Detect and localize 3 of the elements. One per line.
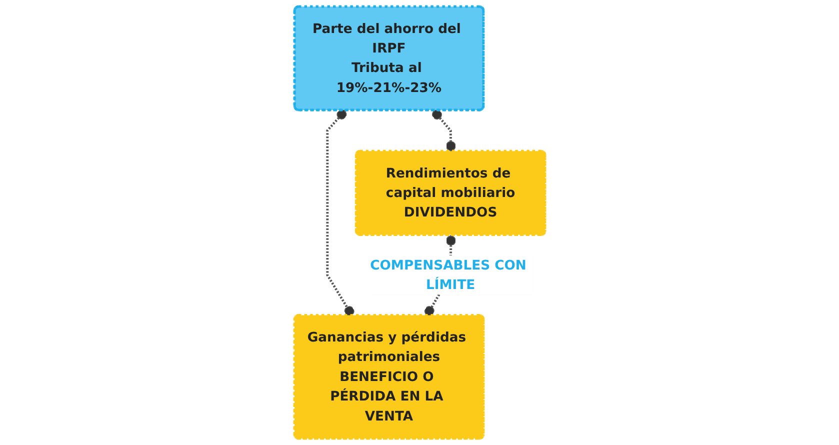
connector: [326, 110, 354, 316]
connector: [432, 110, 456, 152]
edge-label: COMPENSABLES CON LÍMITE: [370, 256, 526, 292]
